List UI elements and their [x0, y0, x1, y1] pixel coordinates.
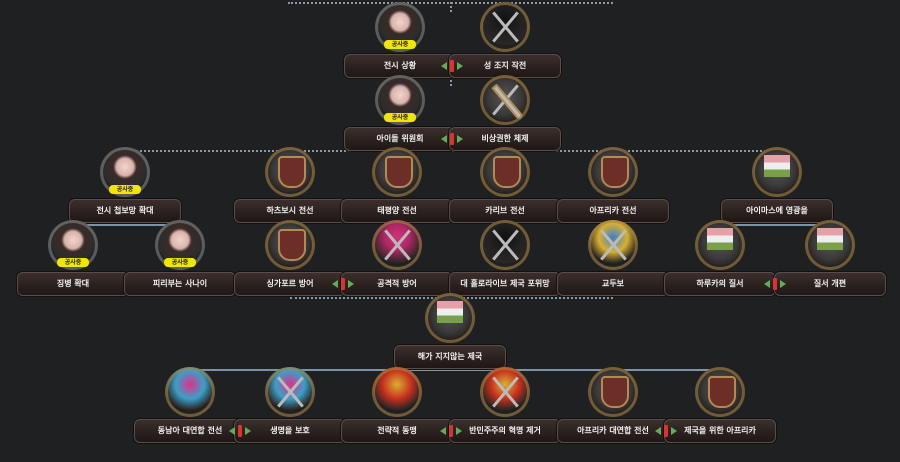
focus-node[interactable]: 아이마스에 영광을 [721, 147, 833, 225]
focus-label: 전략적 동맹 [341, 419, 453, 443]
focus-node[interactable]: 공격적 방어 [341, 220, 453, 298]
focus-label: 생명을 보호 [234, 419, 346, 443]
focus-node[interactable]: 해가 지지않는 제국 [394, 293, 506, 371]
focus-label: 동남아 대연합 전선 [134, 419, 246, 443]
focus-node[interactable]: 전략적 동맹 [341, 367, 453, 445]
mutually-exclusive-icon [440, 425, 462, 437]
connector [73, 224, 180, 226]
shield-map-icon [480, 147, 530, 197]
shield-map-icon [372, 147, 422, 197]
focus-label: 아이마스에 영광을 [721, 199, 833, 223]
dotted-connector [450, 2, 452, 12]
focus-node[interactable]: 태평양 전선 [341, 147, 453, 225]
blue-yellow-flag-swords-icon [588, 220, 638, 270]
status-badge: 공사중 [57, 258, 89, 267]
focus-node[interactable]: 제국을 위한 아프리카 [664, 367, 776, 445]
flag-icon [425, 293, 475, 343]
mutually-exclusive-icon [229, 425, 251, 437]
crossed-axes-shield-icon [480, 75, 530, 125]
flag-tank-icon [805, 220, 855, 270]
red-yellow-flag-swords-icon [480, 367, 530, 417]
mutually-exclusive-icon [332, 278, 354, 290]
focus-label: 해가 지지않는 제국 [394, 345, 506, 369]
shield-map-icon [265, 220, 315, 270]
focus-label: 하츠보시 전선 [234, 199, 346, 223]
shield-map-icon [265, 147, 315, 197]
focus-label: 피리부는 사나이 [124, 272, 236, 296]
focus-node[interactable]: 아프리카 대연합 전선 [557, 367, 669, 445]
mutually-exclusive-icon [441, 60, 463, 72]
focus-label: 태평양 전선 [341, 199, 453, 223]
focus-label: 교두보 [557, 272, 669, 296]
africa-shield-icon [695, 367, 745, 417]
handshake-figure-icon [372, 367, 422, 417]
focus-node[interactable]: 하루카의 질서 [664, 220, 776, 298]
pink-flag-swords-icon [372, 220, 422, 270]
focus-label: 하루카의 질서 [664, 272, 776, 296]
focus-node[interactable]: 교두보 [557, 220, 669, 298]
focus-node[interactable]: 싱가포르 방어 [234, 220, 346, 298]
status-badge: 공사중 [109, 185, 141, 194]
status-badge: 공사중 [384, 40, 416, 49]
focus-node[interactable]: 카리브 전선 [449, 147, 561, 225]
focus-node[interactable]: 질서 개편 [774, 220, 886, 298]
focus-label: 제국을 위한 아프리카 [664, 419, 776, 443]
focus-label: 카리브 전선 [449, 199, 561, 223]
focus-node[interactable]: 생명을 보호 [234, 367, 346, 445]
focus-label: 아프리카 전선 [557, 199, 669, 223]
focus-node[interactable]: 비상권한 체제 [449, 75, 561, 153]
focus-node[interactable]: 반민주주의 혁명 제거 [449, 367, 561, 445]
focus-label: 대 홀로라이브 제국 포위망 [449, 272, 561, 296]
focus-label: 싱가포르 방어 [234, 272, 346, 296]
mutually-exclusive-icon [764, 278, 786, 290]
shield-map-icon [588, 147, 638, 197]
mutually-exclusive-icon [441, 133, 463, 145]
dotted-connector [450, 76, 452, 86]
connector [720, 224, 830, 226]
focus-node[interactable]: 대 홀로라이브 제국 포위망 [449, 220, 561, 298]
pink-blue-flag-swords-icon [265, 367, 315, 417]
focus-label: 반민주주의 혁명 제거 [449, 419, 561, 443]
crossed-swords-flag-icon [480, 2, 530, 52]
focus-node[interactable]: 하츠보시 전선 [234, 147, 346, 225]
focus-label: 아프리카 대연합 전선 [557, 419, 669, 443]
focus-label: 징병 확대 [17, 272, 129, 296]
flag-globe-icon [752, 147, 802, 197]
dark-flag-swords-icon [480, 220, 530, 270]
status-badge: 공사중 [164, 258, 196, 267]
status-badge: 공사중 [384, 113, 416, 122]
focus-node[interactable]: 성 조지 작전 [449, 2, 561, 80]
focus-node[interactable]: 아프리카 전선 [557, 147, 669, 225]
focus-label: 전시 첩보망 확대 [69, 199, 181, 223]
flags-handshake-icon [165, 367, 215, 417]
africa-shield-icon [588, 367, 638, 417]
connector [190, 369, 720, 371]
focus-node[interactable]: 동남아 대연합 전선 [134, 367, 246, 445]
focus-label: 질서 개편 [774, 272, 886, 296]
flag-character-icon [695, 220, 745, 270]
mutually-exclusive-icon [655, 425, 677, 437]
dotted-connector [125, 150, 777, 152]
